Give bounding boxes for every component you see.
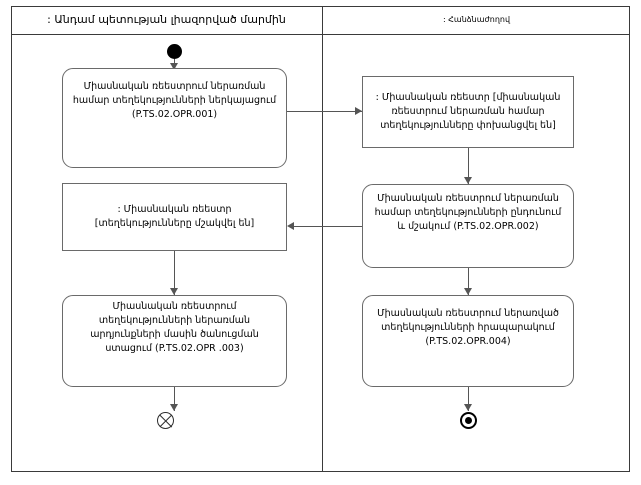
- action-node-opr-001[interactable]: Միասնական ռեեստրում ներառման համար տեղեկ…: [62, 68, 287, 168]
- edge-action-001-to-object-transferred: [287, 111, 362, 112]
- swimlane-vertical-divider: [322, 6, 323, 472]
- arrowhead-into-flow-final: [170, 404, 178, 411]
- arrowhead-into-activity-final: [464, 404, 472, 411]
- edge-action-003-to-flow-final: [174, 387, 175, 411]
- action-node-opr-004-label: Միասնական ռեեստրում ներառված տեղեկությու…: [377, 308, 559, 347]
- object-node-registry-transferred[interactable]: : Միասնական ռեեստր [միասնական ռեեստրում …: [362, 76, 574, 148]
- edge-action-002-to-object-processed: [294, 226, 362, 227]
- swimlane-header-divider: [11, 34, 630, 35]
- object-node-registry-processed[interactable]: : Միասնական ռեեստր [տեղեկությունները մշա…: [62, 183, 287, 251]
- flow-final-node: [157, 412, 174, 429]
- object-node-registry-processed-label: : Միասնական ռեեստր [տեղեկությունները մշա…: [94, 204, 255, 229]
- edge-action-002-to-action-004: [468, 268, 469, 295]
- action-node-opr-003-label: Միասնական ռեեստրում տեղեկությունների ներ…: [90, 301, 259, 354]
- arrowhead-into-action-003: [170, 288, 178, 295]
- action-node-opr-004[interactable]: Միասնական ռեեստրում ներառված տեղեկությու…: [362, 295, 574, 387]
- initial-node: [167, 44, 182, 59]
- edge-action-004-to-activity-final: [468, 387, 469, 411]
- object-node-registry-transferred-label: : Միասնական ռեեստր [միասնական ռեեստրում …: [375, 92, 561, 131]
- arrowhead-into-action-002: [464, 177, 472, 184]
- activity-final-node: [460, 412, 477, 429]
- edge-object-processed-to-action-003: [174, 251, 175, 295]
- arrowhead-into-action-004: [464, 288, 472, 295]
- swimlane-title-right: : Հանձնաժողով: [442, 15, 511, 24]
- swimlane-title-left: : Անդամ պետության լիազորված մարմին: [47, 13, 286, 26]
- arrowhead-into-object-processed: [287, 222, 294, 230]
- action-node-opr-002-label: Միասնական ռեեստրում ներառման համար տեղեկ…: [374, 193, 562, 232]
- action-node-opr-001-label: Միասնական ռեեստրում ներառման համար տեղեկ…: [72, 81, 277, 120]
- action-node-opr-003[interactable]: Միասնական ռեեստրում տեղեկությունների ներ…: [62, 295, 287, 387]
- arrowhead-into-object-transferred: [355, 107, 362, 115]
- arrowhead-into-action-001: [170, 63, 178, 70]
- action-node-opr-002[interactable]: Միասնական ռեեստրում ներառման համար տեղեկ…: [362, 184, 574, 268]
- edge-object-transferred-to-action-002: [468, 148, 469, 184]
